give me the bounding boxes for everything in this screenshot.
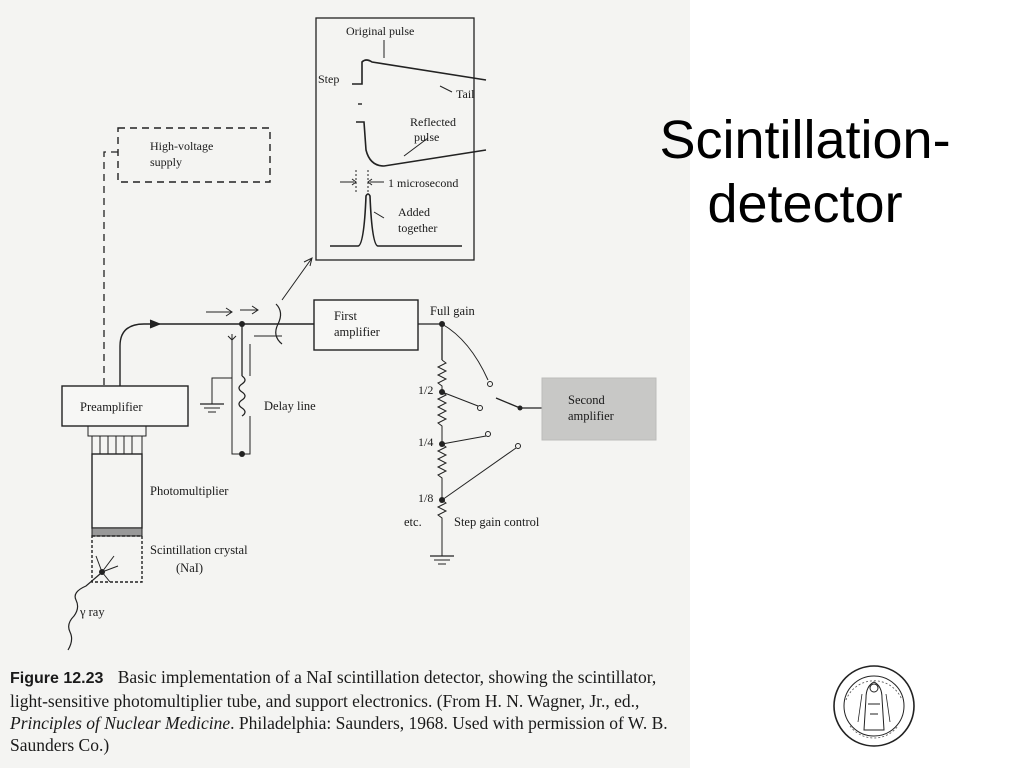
svg-text:amplifier: amplifier [334,325,381,339]
label-step: Step [318,72,339,86]
label-original-pulse: Original pulse [346,24,414,38]
pulse-inset: Original pulse Step Tail Reflected pulse… [315,17,487,261]
label-added-together: together [398,221,437,235]
figure-caption: Figure 12.23 Basic implementation of a N… [10,666,690,756]
caption-text-1: Basic implementation of a NaI scintillat… [10,667,657,711]
svg-text:amplifier: amplifier [568,409,615,423]
photomultiplier-tube: Photomultiplier [87,425,229,537]
gamma-ray: γ ray [67,573,105,651]
svg-text:Full gain: Full gain [430,304,476,318]
label-tail: Tail [456,87,475,101]
first-amplifier-block: First amplifier [313,299,419,351]
original-pulse-curve [352,59,487,85]
caption-text-2: . Philadelphia: Saunders, 1968. Used wit… [10,713,668,755]
hv-supply-block: High-voltage supply [103,127,271,386]
label-reflected: Reflected [410,115,456,129]
slide-title-line-2: detector [707,174,903,234]
svg-text:(NaI): (NaI) [176,561,203,575]
svg-text:1/2: 1/2 [418,383,433,397]
second-amplifier-block: Second amplifier [541,377,657,441]
university-seal-logo [833,665,915,747]
svg-text:High-voltage: High-voltage [150,139,213,153]
svg-text:1/4: 1/4 [418,435,433,449]
svg-text:First: First [334,309,357,323]
slide-title: Scintillation- detector [600,108,1010,236]
preamplifier-block: Preamplifier [61,385,189,427]
svg-text:Second: Second [568,393,606,407]
caption-book-title: Principles of Nuclear Medicine [10,713,231,733]
svg-text:supply: supply [150,155,182,169]
detector-diagram: Original pulse Step Tail Reflected pulse… [61,17,657,651]
label-reflected-pulse: pulse [414,130,439,144]
added-pulse-curve [330,193,462,247]
svg-text:γ ray: γ ray [79,605,105,619]
svg-text:etc.: etc. [404,515,422,529]
signal-wiring: Delay line [119,257,316,457]
svg-text:Scintillation crystal: Scintillation crystal [150,543,248,557]
figure-number: Figure 12.23 [10,670,104,687]
label-microsecond: 1 microsecond [388,176,458,190]
label-delay-line: Delay line [264,399,316,413]
label-added: Added [398,205,430,219]
step-gain-ladder: Full gain 1/2 1/4 1/8 etc. Step gain con… [404,304,542,565]
svg-text:Preamplifier: Preamplifier [80,400,143,414]
label-photomultiplier: Photomultiplier [150,484,229,498]
svg-text:Step gain control: Step gain control [454,515,540,529]
svg-text:1/8: 1/8 [418,491,433,505]
scintillation-crystal: Scintillation crystal (NaI) [91,535,248,583]
reflected-pulse-curve [356,121,487,167]
slide-title-line-1: Scintillation- [659,110,951,170]
